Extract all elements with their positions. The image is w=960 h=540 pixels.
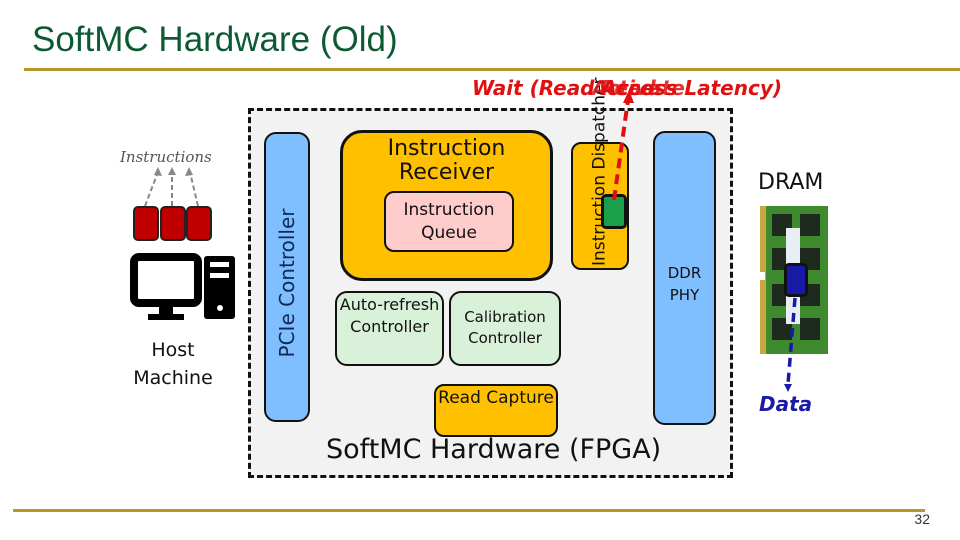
dram-data-token bbox=[784, 263, 808, 297]
read-capture-block bbox=[434, 384, 558, 437]
instruction-queue-label: Instruction Queue bbox=[403, 200, 495, 243]
pcie-controller-block bbox=[264, 132, 310, 422]
wait-latency-label: Wait (Read Access Latency) bbox=[472, 76, 783, 100]
instruction-receiver-label: Instruction Receiver bbox=[387, 136, 506, 185]
instruction-token bbox=[133, 206, 159, 241]
calibration-controller-label: Calibration Controller bbox=[464, 308, 546, 347]
data-label: Data bbox=[759, 392, 813, 416]
ddr-phy-block bbox=[653, 131, 716, 425]
autorefresh-controller-block bbox=[335, 291, 444, 366]
instruction-queue-block bbox=[384, 191, 514, 252]
read-label: Read bbox=[600, 76, 656, 100]
instruction-token bbox=[160, 206, 186, 241]
calibration-controller-block bbox=[449, 291, 561, 366]
dram-label: DRAM bbox=[758, 170, 824, 195]
ddr-phy-label: DDR PHY bbox=[667, 264, 702, 304]
footer-divider bbox=[13, 509, 925, 512]
autorefresh-controller-label: Auto-refresh Controller bbox=[339, 295, 440, 336]
fpga-label: SoftMC Hardware (FPGA) bbox=[326, 434, 662, 465]
instructions-label: Instructions bbox=[120, 148, 212, 166]
activate-label: Activate bbox=[592, 76, 685, 100]
instruction-token bbox=[186, 206, 212, 241]
host-machine-label: Host Machine bbox=[133, 339, 213, 389]
page-number: 32 bbox=[914, 511, 930, 527]
slide-title: SoftMC Hardware (Old) bbox=[32, 20, 398, 59]
dispatch-token bbox=[601, 194, 627, 229]
read-capture-label: Read Capture bbox=[438, 388, 554, 408]
title-divider bbox=[24, 68, 960, 71]
pcie-controller-label: PCIe Controller bbox=[275, 208, 299, 358]
